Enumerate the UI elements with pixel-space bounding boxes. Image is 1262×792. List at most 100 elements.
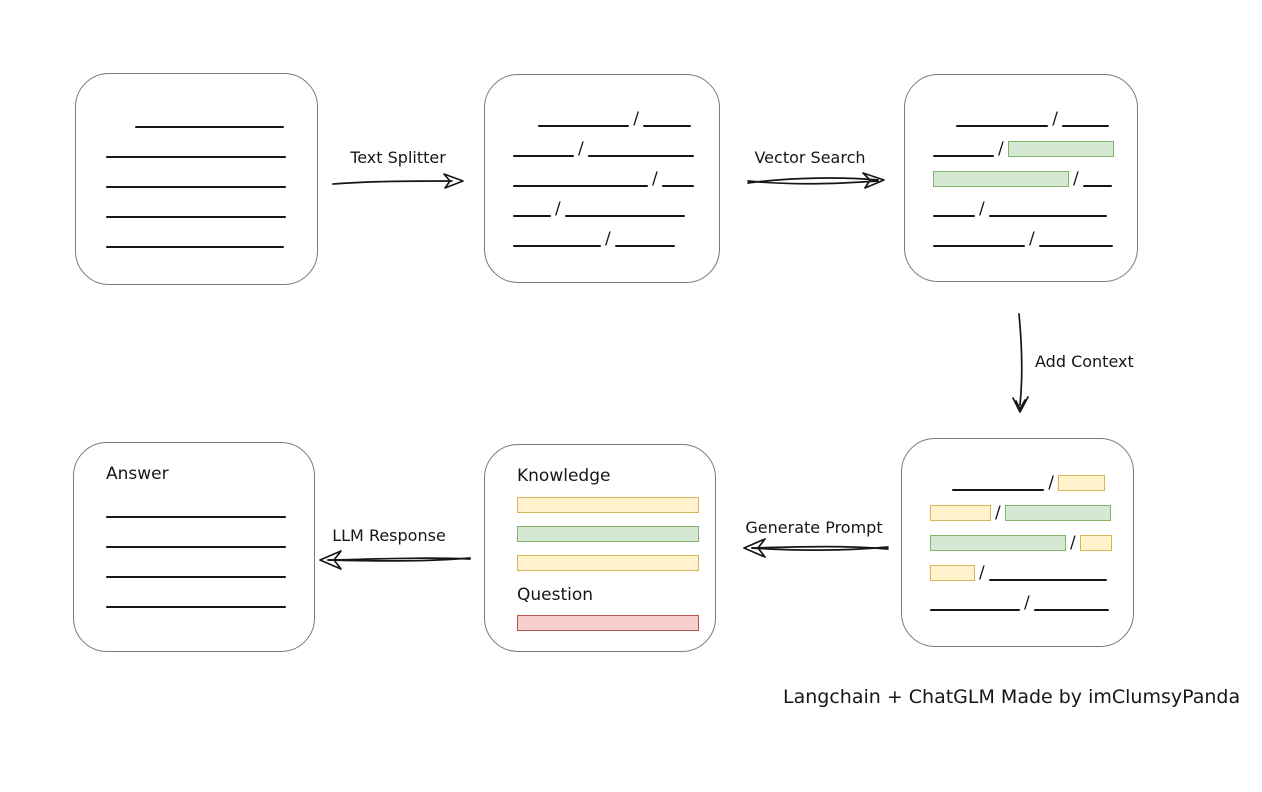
text-line	[513, 155, 574, 157]
yellow-bar	[517, 497, 699, 513]
matched-chunk-rows: / / / / /	[905, 75, 1137, 281]
split-chunk-rows: / / / / /	[485, 75, 719, 282]
text-line	[106, 516, 286, 518]
matched-chunks-box: / / / / /	[904, 74, 1138, 282]
chunk-row: /	[513, 139, 694, 159]
text-line	[956, 124, 1049, 127]
slash-separator: /	[652, 169, 658, 189]
chunk-row	[106, 231, 284, 248]
question-bars	[517, 615, 699, 631]
chunk-row: /	[930, 563, 1107, 583]
text-line	[1033, 609, 1109, 611]
chunk-row	[106, 111, 284, 128]
generate-prompt-label: Generate Prompt	[745, 518, 883, 537]
slash-separator: /	[605, 229, 611, 249]
text-splitter-label: Text Splitter	[350, 148, 446, 167]
text-line	[614, 245, 675, 247]
text-line	[106, 576, 286, 578]
prompt-content: Knowledge Question	[485, 445, 715, 651]
credit-caption: Langchain + ChatGLM Made by imClumsyPand…	[783, 686, 1241, 708]
text-line	[538, 125, 630, 127]
slash-separator: /	[1052, 108, 1058, 129]
yellow-bar	[517, 555, 699, 571]
text-line	[106, 245, 284, 248]
slash-separator: /	[1070, 533, 1076, 553]
context-chunk-rows: / / / / /	[902, 439, 1133, 646]
text-line	[1038, 244, 1113, 247]
yellow-highlight-chunk	[930, 505, 991, 521]
text-line	[513, 245, 601, 247]
chunk-row: /	[513, 109, 691, 129]
slash-separator: /	[1029, 228, 1035, 249]
slash-separator: /	[979, 198, 985, 219]
prompt-box: Knowledge Question	[484, 444, 716, 652]
chunk-row: /	[933, 110, 1109, 127]
green-highlight-chunk	[933, 170, 1069, 187]
chunk-row	[106, 576, 286, 578]
slash-separator: /	[555, 199, 561, 219]
text-splitter-arrow	[332, 173, 464, 189]
text-line	[135, 125, 284, 128]
llm-response-label: LLM Response	[332, 526, 446, 545]
text-line	[106, 185, 286, 188]
slash-separator: /	[1024, 593, 1030, 613]
chunk-row: /	[513, 169, 694, 189]
vector-search-arrow	[747, 172, 885, 189]
add-context-label: Add Context	[1035, 352, 1134, 371]
text-line	[661, 185, 694, 187]
answer-content: Answer	[74, 443, 314, 651]
chunk-row	[106, 141, 286, 158]
question-label: Question	[517, 585, 594, 605]
text-line	[933, 244, 1025, 247]
chunk-row: /	[933, 140, 1114, 157]
text-line	[106, 215, 286, 218]
text-line	[988, 579, 1107, 581]
text-line	[933, 154, 994, 157]
text-line	[106, 546, 286, 548]
chunk-row	[106, 201, 286, 218]
chunk-row: /	[930, 533, 1112, 553]
text-line	[587, 155, 694, 157]
slash-separator: /	[1073, 168, 1079, 189]
text-line	[930, 609, 1020, 611]
chunk-row: /	[513, 229, 691, 249]
chunk-row: /	[930, 504, 1111, 522]
chunk-row	[106, 516, 286, 518]
answer-lines	[106, 516, 286, 608]
chunk-row	[106, 546, 286, 548]
yellow-highlight-chunk	[1058, 475, 1105, 491]
text-line	[643, 125, 691, 127]
text-line	[564, 215, 685, 217]
chunk-row: /	[933, 228, 1113, 249]
document-lines	[76, 74, 317, 284]
source-document-box	[75, 73, 318, 285]
text-line	[933, 214, 975, 217]
text-line	[513, 185, 648, 187]
green-highlight-chunk	[1004, 505, 1111, 521]
slash-separator: /	[578, 139, 584, 159]
text-line	[1062, 124, 1109, 127]
split-chunks-box: / / / / /	[484, 74, 720, 283]
chunk-row: /	[930, 593, 1109, 613]
text-line	[952, 489, 1045, 491]
green-highlight-chunk	[930, 535, 1066, 551]
chunk-row: /	[933, 168, 1112, 189]
generate-prompt-arrow	[743, 538, 889, 558]
green-bar	[517, 526, 699, 542]
slash-separator: /	[1048, 473, 1054, 493]
chunk-row: /	[513, 199, 691, 219]
knowledge-label: Knowledge	[517, 466, 611, 486]
text-line	[1082, 184, 1112, 187]
chunk-row	[106, 171, 286, 188]
text-line	[106, 155, 286, 158]
yellow-highlight-chunk	[930, 565, 975, 581]
context-chunks-box: / / / / /	[901, 438, 1134, 647]
yellow-highlight-chunk	[1079, 535, 1112, 551]
chunk-row: /	[930, 473, 1105, 493]
add-context-arrow	[1012, 313, 1029, 413]
slash-separator: /	[979, 563, 985, 583]
slash-separator: /	[633, 109, 639, 129]
llm-response-arrow	[319, 550, 471, 570]
vector-search-label: Vector Search	[754, 148, 866, 167]
